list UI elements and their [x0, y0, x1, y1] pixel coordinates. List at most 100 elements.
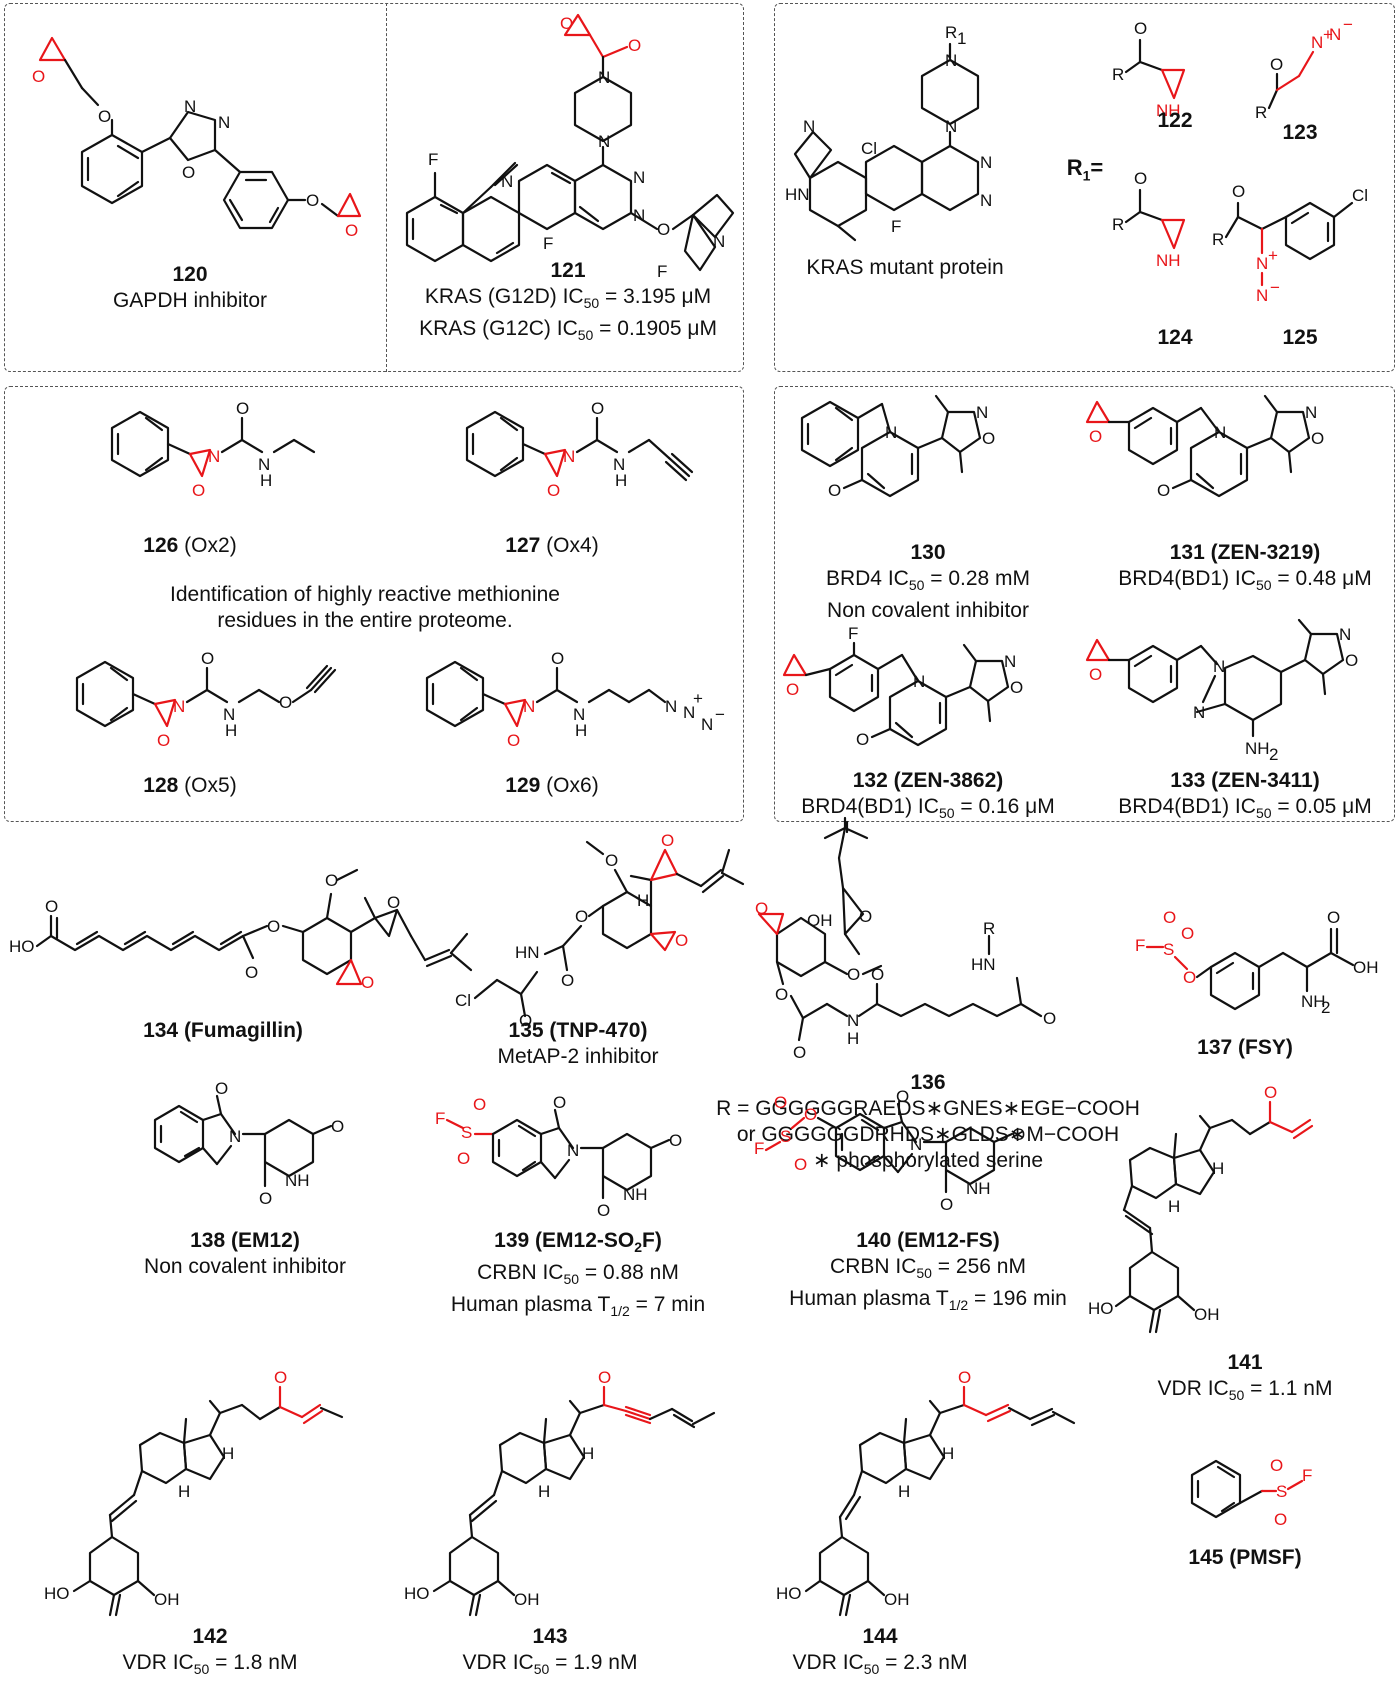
structure-133: O N N NH 2 N O	[1085, 618, 1390, 775]
svg-text:O: O	[775, 985, 788, 1004]
svg-text:N: N	[563, 447, 575, 466]
svg-text:O: O	[245, 963, 258, 982]
svg-text:O: O	[1163, 908, 1176, 927]
svg-text:O: O	[828, 481, 841, 500]
svg-text:O: O	[1157, 481, 1170, 500]
svg-text:N: N	[913, 672, 925, 691]
svg-text:F: F	[1302, 1466, 1312, 1485]
svg-text:H: H	[178, 1482, 190, 1501]
svg-text:NH: NH	[1156, 251, 1181, 270]
svg-text:Cl: Cl	[861, 139, 877, 158]
svg-text:+: +	[693, 689, 703, 708]
svg-text:2: 2	[1269, 745, 1278, 764]
structure-137: F S O O O NH 2 O OH	[1135, 895, 1400, 1030]
svg-text:H: H	[538, 1482, 550, 1501]
svg-text:O: O	[387, 893, 400, 912]
structure-132: F O N O N O	[782, 624, 1082, 780]
svg-text:N: N	[1193, 703, 1205, 722]
svg-text:R: R	[1112, 215, 1124, 234]
svg-text:N: N	[567, 1141, 579, 1160]
svg-text:HN: HN	[515, 943, 540, 962]
svg-text:O: O	[1264, 1083, 1277, 1102]
svg-text:O: O	[1311, 429, 1324, 448]
label-145: 145 (PMSF)	[1188, 1546, 1302, 1569]
svg-text:O: O	[274, 1368, 287, 1387]
svg-text:O: O	[236, 399, 249, 418]
svg-text:2: 2	[1321, 998, 1330, 1017]
svg-text:O: O	[940, 1195, 953, 1214]
svg-text:F: F	[428, 150, 438, 169]
svg-text:O: O	[958, 1368, 971, 1387]
label-120: 120 GAPDH inhibitor	[112, 263, 268, 312]
svg-text:NH: NH	[623, 1185, 648, 1204]
svg-text:N: N	[633, 168, 645, 187]
panel-top-left-divider	[386, 3, 387, 372]
label-136: 136 R = GGGGGGRAEDS∗GNES∗EGE−COOH or GGG…	[716, 1071, 1140, 1172]
svg-text:HO: HO	[9, 937, 35, 956]
svg-text:N: N	[683, 703, 695, 722]
svg-text:F: F	[754, 1139, 764, 1158]
svg-text:N: N	[229, 1127, 241, 1146]
svg-text:O: O	[473, 1095, 486, 1114]
svg-text:O: O	[598, 1368, 611, 1387]
svg-text:H: H	[898, 1482, 910, 1501]
svg-text:O: O	[661, 831, 674, 850]
svg-text:O: O	[982, 429, 995, 448]
svg-text:NH: NH	[1156, 101, 1181, 120]
svg-text:O: O	[325, 871, 338, 890]
panel-mid-right	[774, 386, 1395, 822]
label-140: 140 (EM12-FS) CRBN IC50 = 256 nM Human p…	[789, 1229, 1067, 1314]
svg-text:O: O	[1134, 19, 1147, 38]
svg-text:O: O	[157, 731, 170, 750]
label-139: 139 (EM12-SO2F) CRBN IC50 = 0.88 nM Huma…	[450, 1229, 706, 1320]
svg-text:H: H	[615, 471, 627, 490]
svg-text:O: O	[547, 481, 560, 500]
svg-text:NH: NH	[285, 1171, 310, 1190]
structure-136: O O OH O O O N H O O HN R	[735, 816, 1115, 1073]
svg-text:R: R	[1212, 230, 1224, 249]
svg-text:N: N	[1214, 423, 1226, 442]
label-127: 127 (Ox4)	[505, 534, 599, 557]
svg-text:N: N	[223, 705, 235, 724]
label-kras: KRAS mutant protein	[806, 256, 1004, 279]
label-125: 125	[1282, 326, 1318, 349]
svg-text:N: N	[523, 697, 535, 716]
structure-124: O R NH	[1112, 169, 1212, 275]
structure-134: HO O O O O O O	[5, 860, 485, 1015]
structure-123: O R N + N −	[1255, 15, 1365, 123]
svg-text:O: O	[1327, 908, 1340, 927]
svg-text:O: O	[804, 1105, 817, 1124]
svg-text:H: H	[260, 471, 272, 490]
svg-text:O: O	[1010, 678, 1023, 697]
svg-text:N: N	[1213, 657, 1225, 676]
svg-text:O: O	[628, 36, 641, 55]
svg-text:S: S	[1163, 940, 1174, 959]
svg-text:H: H	[637, 891, 649, 910]
svg-text:H: H	[1168, 1197, 1180, 1216]
svg-text:O: O	[1274, 1510, 1287, 1529]
label-138: 138 (EM12)Non covalent inhibitor	[144, 1229, 346, 1278]
svg-text:O: O	[98, 107, 111, 126]
svg-text:HO: HO	[404, 1584, 430, 1603]
label-142: 142 VDR IC50 = 1.8 nM	[122, 1625, 298, 1678]
svg-text:O: O	[605, 851, 618, 870]
structure-142: O H H HO OH	[44, 1368, 400, 1630]
svg-text:HN: HN	[971, 955, 996, 974]
svg-text:O: O	[755, 899, 768, 918]
svg-text:O: O	[1012, 1125, 1025, 1144]
svg-text:F: F	[1135, 936, 1145, 955]
svg-text:OH: OH	[1353, 958, 1379, 977]
structure-131: O N O N O	[1085, 392, 1390, 547]
svg-text:R: R	[1255, 103, 1267, 122]
svg-text:N: N	[1256, 254, 1268, 273]
svg-text:HN: HN	[785, 185, 810, 204]
atom-o: O	[32, 67, 45, 86]
svg-text:O: O	[1181, 924, 1194, 943]
svg-text:HO: HO	[1088, 1299, 1114, 1318]
svg-text:O: O	[871, 965, 884, 984]
svg-text:O: O	[1345, 651, 1358, 670]
structure-141: O H H HO OH	[1088, 1083, 1400, 1375]
svg-text:O: O	[847, 965, 860, 984]
svg-text:OH: OH	[154, 1590, 180, 1609]
label-r1: R1=	[1066, 155, 1104, 184]
